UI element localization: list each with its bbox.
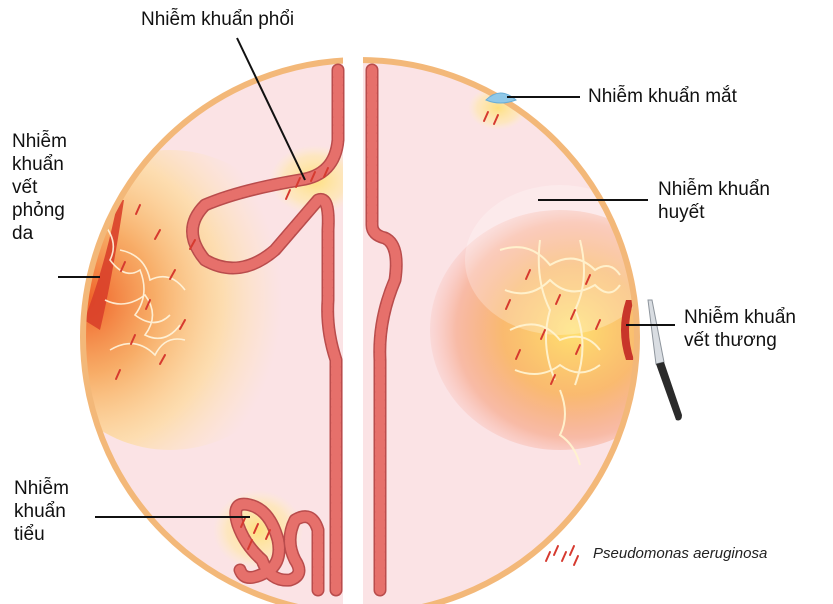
wound-label-line-1: Nhiễm khuẩn [684, 307, 796, 328]
urinary-label-line-1: Nhiễm [14, 478, 69, 499]
legend-label: Pseudomonas aeruginosa [593, 545, 768, 562]
leader-lines [58, 37, 675, 518]
burn-label-line-1: Nhiễm [12, 131, 67, 152]
burn-infection-area [83, 150, 310, 450]
tubular-structures [186, 63, 403, 597]
burn-label-line-4: phỏng [12, 200, 65, 221]
eye-icon [485, 92, 517, 104]
blood-label-line-2: huyết [658, 202, 705, 223]
wound-cut [621, 300, 634, 360]
scalpel-icon [647, 299, 682, 421]
burn-infection-label: Nhiễm khuẩn vết phỏng da [12, 130, 67, 245]
burn-wound-edge [84, 200, 124, 330]
wound-label-line-2: vết thương [684, 330, 777, 351]
lung-infection-label: Nhiễm khuẩn phổi [141, 9, 295, 30]
burn-capillaries [99, 219, 186, 357]
wound-infection-label: Nhiễm khuẩn vết thương [684, 306, 796, 352]
bacteria-icon [545, 545, 579, 566]
blood-label-line-1: Nhiễm khuẩn [658, 179, 770, 200]
blood-infection-label: Nhiễm khuẩn huyết [658, 178, 770, 224]
burn-label-line-5: da [12, 223, 34, 244]
urinary-label-line-3: tiểu [14, 524, 45, 545]
lung-leader-line [236, 37, 306, 181]
urinary-label-line-2: khuẩn [14, 501, 66, 522]
urinary-infection-label: Nhiễm khuẩn tiểu [14, 477, 69, 546]
burn-label-line-2: khuẩn [12, 154, 64, 175]
central-gap [343, 55, 363, 604]
eye-infection-label: Nhiễm khuẩn mắt [588, 86, 737, 107]
burn-label-line-3: vết [12, 177, 38, 198]
bacteria-marks [115, 111, 601, 550]
wound-infection-area [430, 210, 637, 450]
